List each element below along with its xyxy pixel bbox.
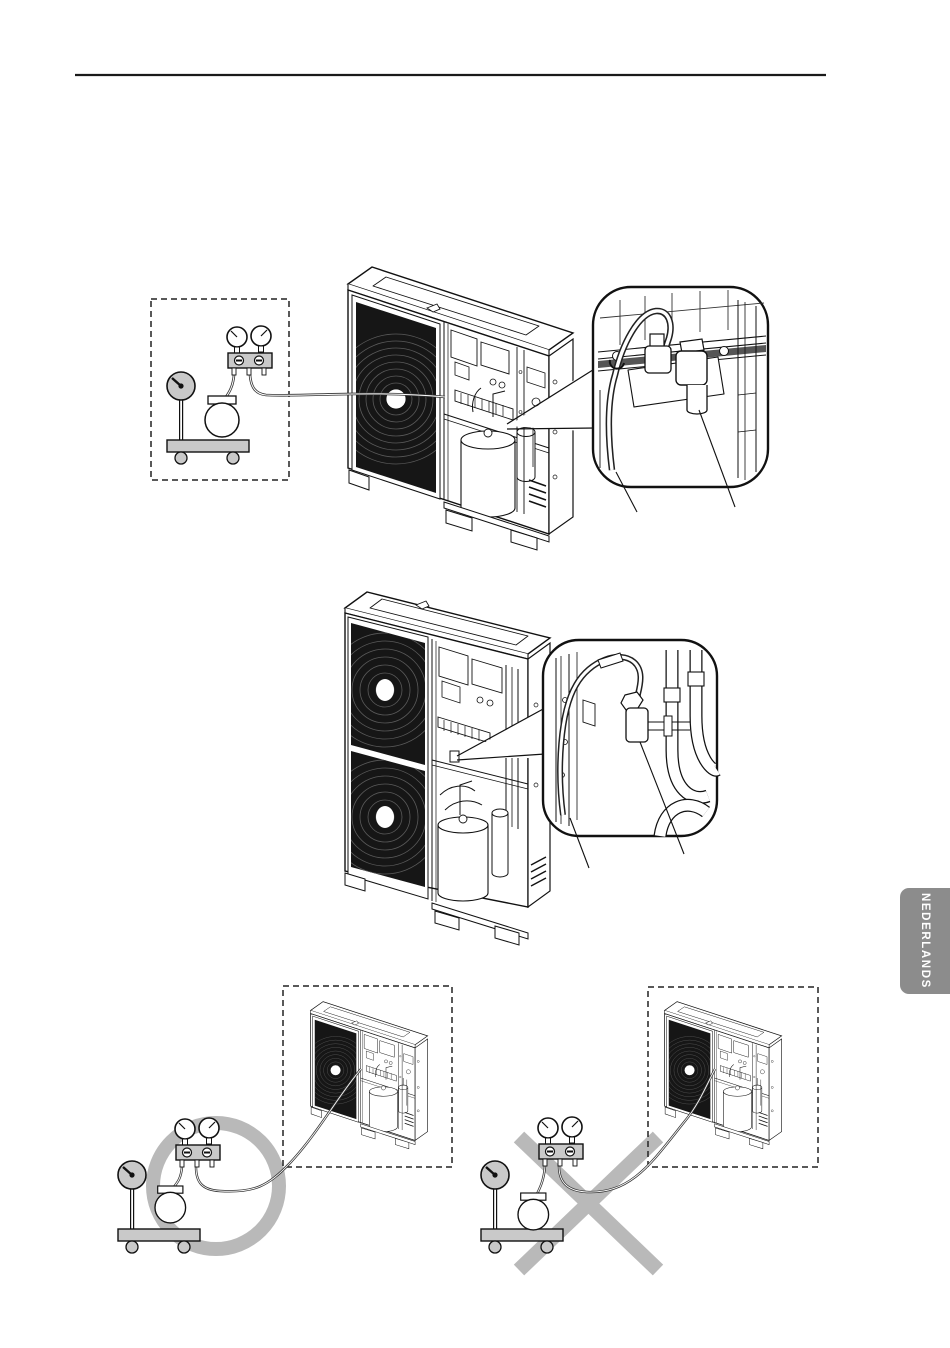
outdoor-unit-small: [656, 1002, 782, 1149]
outdoor-unit-small: [302, 1002, 428, 1149]
figure-wrong-setup: [479, 986, 819, 1276]
detail-callout-box-1: [591, 285, 770, 513]
charging-hoses: [172, 1068, 362, 1193]
figure-correct-setup: [116, 985, 453, 1256]
detail-callout-box-2: [541, 638, 721, 869]
leader-line: [615, 471, 638, 513]
leader-line: [569, 817, 590, 869]
gauge-manifold: [537, 1116, 584, 1167]
language-tab-label: NEDERLANDS: [919, 893, 931, 989]
dashed-boundary-box: [647, 986, 819, 1168]
refrigerant-cylinder: [154, 1185, 187, 1224]
leader-line: [639, 741, 685, 855]
leader-line: [698, 409, 736, 508]
refrigerant-cylinder: [204, 395, 240, 438]
language-tab: NEDERLANDS: [900, 888, 950, 994]
figure-two-fan-unit: [343, 591, 552, 946]
gauge-manifold: [226, 325, 273, 376]
figure-vacuum-charge-single-unit: [150, 267, 770, 550]
refrigerant-cylinder: [517, 1192, 550, 1231]
dashed-boundary-box: [282, 985, 453, 1168]
